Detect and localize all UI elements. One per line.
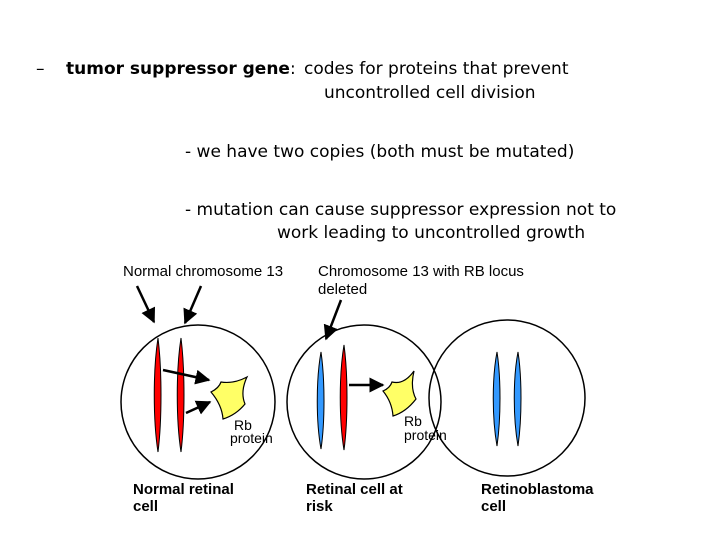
cell-membrane [286, 324, 442, 480]
arrow-to-rb-protein [185, 400, 212, 415]
cell-membrane [120, 324, 276, 480]
cell-membrane [428, 319, 586, 477]
chromosome-normal [153, 337, 162, 453]
rb-protein-label-line-1: Rb [404, 413, 422, 429]
definition-line-2: uncontrolled cell division [324, 83, 536, 103]
label-deleted-chromosome-line-2: deleted [318, 281, 367, 298]
chromosome-normal [176, 337, 185, 453]
chromosome-normal [339, 344, 348, 451]
cell-normal-retinal: Rb protein [120, 324, 276, 480]
term-text: tumor suppressor gene [66, 59, 290, 79]
caption-normal-retinal-line-2: cell [133, 498, 158, 515]
cell-retinoblastoma [428, 319, 586, 477]
label-normal-chromosome: Normal chromosome 13 [123, 263, 283, 280]
rb-protein-label-line-2: protein [230, 430, 273, 446]
sub-bullet-mutation-line-1: - mutation can cause suppressor expressi… [185, 200, 617, 220]
term-colon: : [289, 59, 296, 79]
term-tumor-suppressor-gene: tumor suppressor gene: [66, 57, 296, 81]
bullet-dash: – [36, 59, 45, 79]
sub-bullet-mutation-line-2: work leading to uncontrolled growth [277, 223, 586, 243]
arrow-to-normal-chromosome-1 [135, 285, 156, 324]
arrow-to-normal-chromosome-2 [183, 285, 203, 325]
rb-protein-label-line-1: Rb [234, 417, 252, 433]
caption-retinoblastoma-line-2: cell [481, 498, 506, 515]
caption-retinoblastoma-line-1: Retinoblastoma [481, 481, 594, 498]
rb-protein [382, 370, 417, 417]
arrow-to-rb-protein [162, 368, 211, 385]
label-deleted-chromosome-line-1: Chromosome 13 with RB locus [318, 263, 524, 280]
chromosome-deleted [492, 351, 501, 447]
cell-retinal-at-risk: Rb protein [286, 324, 447, 480]
rb-protein-label-line-2: protein [404, 427, 447, 443]
rb-protein [210, 375, 249, 420]
arrow-to-deleted-chromosome [323, 299, 343, 341]
sub-bullet-two-copies: - we have two copies (both must be mutat… [185, 142, 575, 162]
definition-line-1: codes for proteins that prevent [304, 59, 569, 79]
chromosome-deleted [316, 351, 325, 450]
chromosome-deleted [513, 351, 522, 447]
caption-at-risk-line-2: risk [306, 498, 333, 515]
caption-at-risk-line-1: Retinal cell at [306, 481, 403, 498]
caption-normal-retinal-line-1: Normal retinal [133, 481, 234, 498]
